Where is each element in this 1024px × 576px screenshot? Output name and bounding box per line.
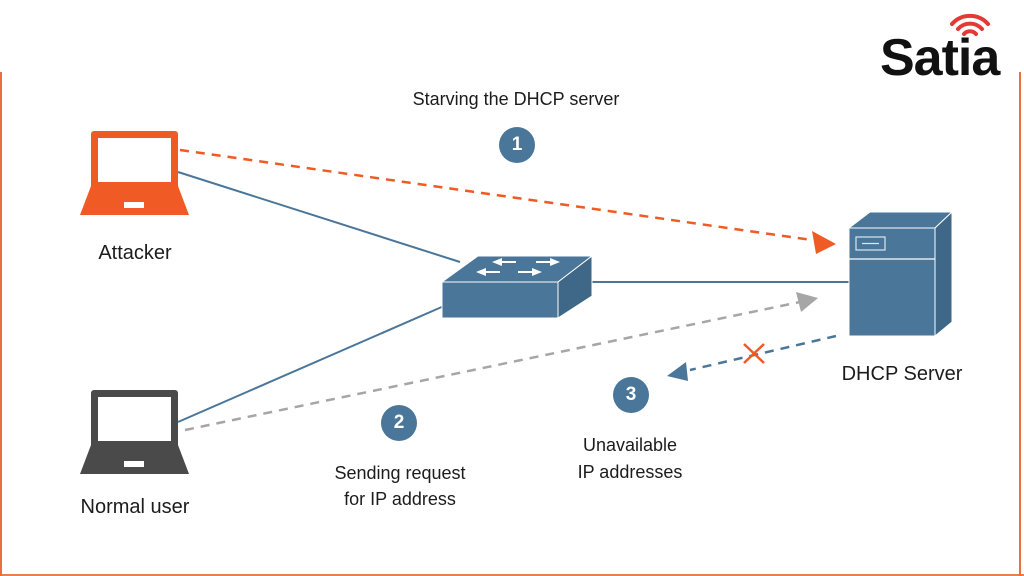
step-2-caption-line-1: Sending request (334, 463, 466, 483)
step-2-badge: 2 (381, 405, 417, 441)
attack-arrowhead-icon (812, 231, 836, 254)
step-3-caption-line-1: Unavailable (582, 435, 678, 455)
step-1-badge: 1 (499, 127, 535, 163)
attacker-label: Attacker (98, 242, 172, 264)
frame-bottom-border (0, 574, 1024, 576)
attacker-laptop-icon (80, 131, 189, 215)
request-arrow-line (184, 300, 801, 432)
dhcp-server-label: DHCP Server (841, 363, 963, 385)
server-icon (847, 210, 954, 338)
frame-left-border (0, 72, 2, 576)
brand-name: Satia (880, 29, 1000, 87)
wifi-signal-icon (950, 13, 990, 36)
step-3-badge: 3 (613, 377, 649, 413)
normal-user-label: Normal user (80, 496, 190, 518)
frame-right-border (1019, 72, 1021, 576)
x-mark-icon (743, 343, 765, 364)
link-attacker-switch (177, 171, 461, 263)
attack-flood-arrow-line (179, 148, 813, 242)
request-arrowhead-icon (796, 292, 818, 312)
response-arrow-line (689, 334, 837, 372)
response-arrowhead-icon (667, 362, 688, 381)
user-laptop-icon (80, 390, 189, 474)
step-3-caption-line-2: IP addresses (577, 462, 683, 482)
step-2-caption-line-2: for IP address (344, 489, 456, 509)
step-1-caption: Starving the DHCP server (412, 89, 620, 109)
satia-logo: Satia (878, 10, 1012, 87)
network-switch-icon (440, 254, 594, 319)
link-user-switch (177, 305, 445, 423)
